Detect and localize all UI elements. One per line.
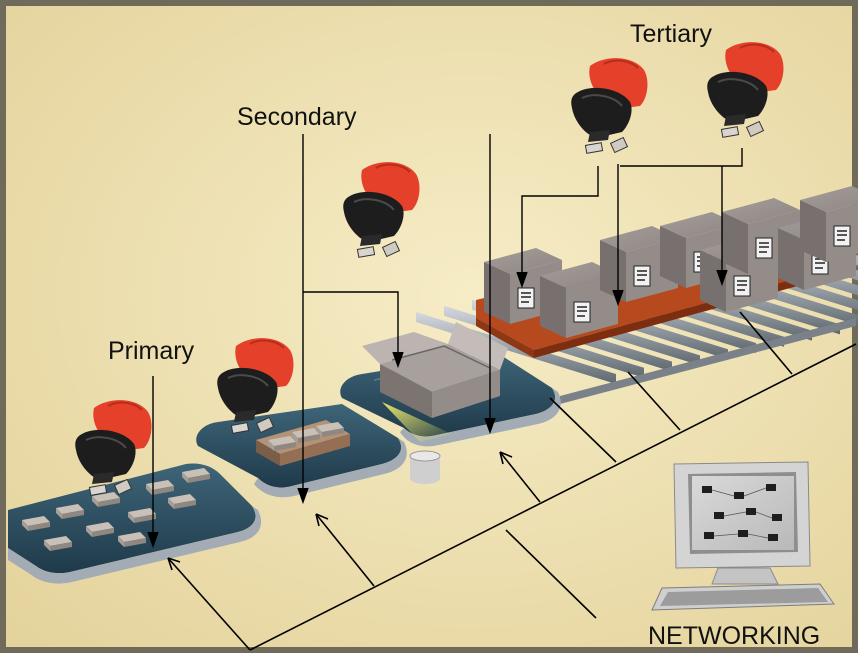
label-tertiary: Tertiary [630, 20, 712, 48]
open-case-box [362, 322, 508, 418]
label-secondary: Secondary [237, 103, 357, 131]
computer-monitor-icon [673, 461, 811, 585]
roller-rail [560, 318, 856, 404]
cylinder-package-icon [409, 450, 441, 484]
callout-lines [147, 134, 743, 549]
label-networking: NETWORKING [648, 622, 820, 650]
network-backbone [167, 311, 857, 651]
keyboard-icon [651, 583, 835, 611]
label-primary: Primary [108, 337, 195, 365]
network-nodes [702, 484, 782, 541]
scan-beam [382, 402, 452, 442]
